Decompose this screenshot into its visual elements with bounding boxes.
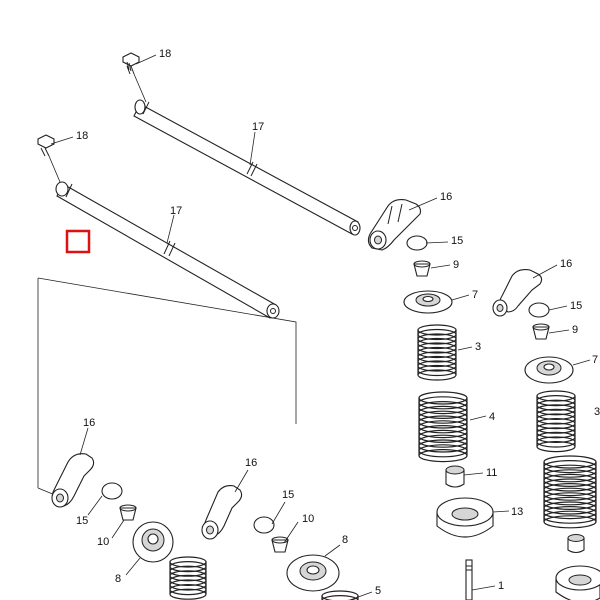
callout-18-lower: 18 [76,130,88,142]
spring-4-upper [418,391,468,463]
spring-seat [436,497,494,538]
callout-10-lower-left: 10 [97,536,109,548]
rocker-arm-lower-left [51,453,95,508]
callout-15-lower-center: 15 [282,489,294,501]
callout-4: 4 [489,411,495,423]
callout-7-upper-right: 7 [472,289,478,301]
callout-9-upper-right: 9 [453,259,459,271]
callout-16-upper-right: 16 [440,191,452,203]
callout-11: 11 [486,467,497,479]
rocker-arm-mid-right [492,269,543,317]
cotter-mid-right [532,323,550,340]
cotter-lower-left [119,504,137,521]
pad-mid-right [528,302,550,318]
retainer-lower-left [132,521,174,563]
callout-9-right: 9 [572,324,578,336]
retainer-lower-center [286,554,340,592]
callout-8-lower-center: 8 [342,534,348,546]
retainer-mid-right [524,356,574,384]
selection-box[interactable] [65,229,91,254]
rocker-arm-lower-center [201,485,243,540]
callout-16-lower-left: 16 [83,417,95,429]
callout-labels: 18 18 17 17 16 15 9 7 3 4 11 13 1 16 15 … [76,48,600,597]
callout-1: 1 [498,580,504,592]
rocker-arm-upper-right [367,199,422,251]
spring-3-upper [417,324,457,381]
spring-3-right [536,390,576,453]
callout-13: 13 [511,506,523,518]
valve-stem [465,559,473,600]
cotter-lower-center [271,536,289,553]
pad-lower-left [101,482,123,500]
callout-15-lower-left: 15 [76,515,88,527]
callout-18-upper: 18 [159,48,171,60]
callout-8-lower-left: 8 [115,573,121,585]
stem-seal-right [567,534,585,554]
callout-15-upper-right: 15 [451,235,463,247]
stem-seal [445,465,465,488]
pad-lower-center [253,516,275,534]
cotter-upper-right [413,260,431,277]
callout-16-lower-center: 16 [245,457,257,469]
spring-seat-right [555,565,600,600]
bolt-upper [122,52,140,75]
callout-3-right: 3 [594,406,600,418]
rocker-shaft-lower [37,134,280,319]
callout-5: 5 [375,585,381,597]
bolt-lower [37,134,55,157]
callout-17-upper: 17 [252,121,264,133]
spring-4-right [543,455,597,529]
callout-16-right: 16 [560,258,572,270]
callout-10-lower-center: 10 [302,513,314,525]
pad-upper-right [406,235,428,251]
callout-7-right: 7 [592,354,598,366]
leader-lines [50,54,591,600]
callout-15-right: 15 [570,300,582,312]
callout-17-lower: 17 [170,205,182,217]
spring-lower-left [169,556,207,600]
callout-3-upper: 3 [475,341,481,353]
rocker-shaft-upper [122,52,361,236]
retainer-upper-right [403,290,453,314]
spring-coil [321,595,359,600]
